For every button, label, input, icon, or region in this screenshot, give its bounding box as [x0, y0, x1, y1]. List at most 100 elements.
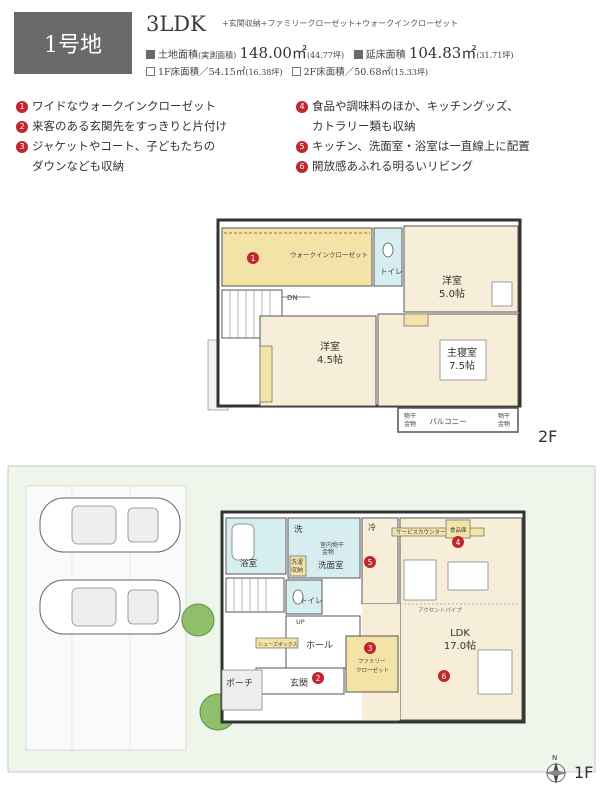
total-area-tsubo: (31.71坪): [476, 51, 514, 60]
north-compass-icon: [545, 762, 567, 784]
car-icon: [39, 579, 181, 635]
feature-number-badge: 3: [16, 141, 28, 153]
marker-4-number: 4: [456, 538, 461, 547]
room-5-0-name: 洋室: [442, 274, 462, 287]
feature-text: ダウンなども収納: [32, 159, 124, 173]
bathtub-icon: [231, 523, 255, 561]
closet-master: [403, 313, 429, 327]
tree-icon: [181, 603, 215, 637]
feature-3: 3 ジャケットやコート、子どもたちの ダウンなども収納: [16, 136, 215, 176]
walk-in-closet: [221, 227, 373, 287]
floor1-area-label: 1F床面積: [158, 67, 200, 78]
indoor-dry-label-a: 室内物干: [320, 541, 344, 549]
family-closet-label-b: クローゼット: [356, 666, 389, 674]
feature-text: 来客のある玄関先をすっきりと片付け: [32, 119, 228, 133]
family-closet-label-a: ファミリー: [358, 658, 386, 665]
up-label: UP: [296, 618, 305, 626]
toilet-bowl-icon: [292, 589, 304, 605]
balcony: [397, 407, 519, 433]
feature-text: 開放感あふれる明るいリビング: [312, 159, 473, 173]
shoe-box: [255, 637, 299, 649]
closet-4-5: [259, 345, 273, 403]
floor-1-label: 1F: [574, 763, 593, 782]
filled-square-icon: [353, 50, 363, 59]
bed-icon: [439, 339, 487, 381]
marker-6-number: 6: [442, 672, 447, 681]
balcony-label: バルコニー: [429, 417, 466, 426]
accent-pipe-label: アクセントパイプ: [418, 607, 462, 614]
feature-number-badge: 5: [296, 141, 308, 153]
marker-5-number: 5: [368, 558, 373, 567]
feature-2: 2 来客のある玄関先をすっきりと片付け: [16, 116, 227, 136]
master-bedroom-name: 主寝室: [447, 346, 477, 359]
total-area-value: 104.83㎡: [408, 44, 477, 62]
fridge-label: 冷: [368, 522, 376, 532]
laundry-storage: [289, 555, 307, 577]
entrance-label: 玄関: [290, 677, 308, 689]
feature-number-badge: 1: [16, 101, 28, 113]
porch: [221, 669, 263, 711]
floor-1-plan: 浴室 洗 室内物干 金物 洗面室 洗濯 収納 トイレ UP 冷 サービスカウンタ…: [7, 465, 596, 784]
filled-square-icon: [146, 50, 155, 59]
staircase-1f: [225, 577, 285, 613]
washroom-label: 洗面室: [318, 560, 344, 571]
bathroom-label: 浴室: [240, 558, 258, 569]
porch-label: ポーチ: [226, 678, 253, 689]
toilet-2f-label: トイレ: [380, 267, 403, 276]
feature-number-badge: 6: [296, 161, 308, 173]
floor1-area-value: ／54.15㎡: [199, 67, 246, 78]
master-bedroom-size: 7.5帖: [449, 359, 475, 372]
feature-1: 1 ワイドなウォークインクローゼット: [16, 96, 216, 116]
marker-2: [312, 672, 324, 684]
service-counter-label: サービスカウンター: [396, 528, 446, 536]
feature-text: ジャケットやコート、子どもたちの: [32, 139, 216, 153]
feature-number-badge: 4: [296, 101, 308, 113]
car-icon: [39, 497, 181, 553]
floor-2-plan: ウォークインクローゼット トイレ DN 洋室 5.0帖 洋室 4.5帖 主寝室 …: [207, 218, 557, 446]
land-area-value: 148.00㎡: [239, 44, 307, 62]
toilet-1f-label: トイレ: [300, 596, 323, 605]
floor-2-label: 2F: [538, 427, 557, 446]
floor2-area-label: 2F床面積: [303, 67, 345, 78]
hanger-label-b: 金物: [498, 420, 510, 428]
floor2-area-value: ／50.68㎡: [344, 67, 391, 78]
feature-text: キッチン、洗面室・浴室は一直線上に配置: [312, 139, 530, 153]
lot-label: 1号地: [44, 33, 102, 58]
indoor-dry-label-b: 金物: [322, 548, 334, 556]
marker-1-number: 1: [251, 254, 256, 263]
floor2-area-tsubo: (15.33坪): [390, 68, 429, 77]
shoebox-label: シューズボックス: [258, 641, 298, 648]
sofa-icon: [477, 649, 513, 695]
feature-text: ワイドなウォークインクローゼット: [32, 99, 216, 113]
room-5-0-size: 5.0帖: [439, 287, 465, 300]
area-row-2: 1F床面積／54.15㎡(16.38坪) 2F床面積／50.68㎡(15.33坪…: [146, 64, 428, 78]
dining-table-icon: [447, 561, 489, 591]
room-4-5-size: 4.5帖: [317, 353, 343, 366]
feature-5: 5 キッチン、洗面室・浴室は一直線上に配置: [296, 136, 530, 156]
marker-3: [364, 642, 376, 654]
layout-type: 3LDK: [146, 12, 206, 36]
marker-4: [452, 536, 464, 548]
ldk-size: 17.0帖: [444, 639, 476, 652]
hanger-label-a: 物干: [498, 412, 510, 420]
marker-2-number: 2: [316, 674, 321, 683]
feature-number-badge: 2: [16, 121, 28, 133]
floor1-area-tsubo: (16.38坪): [245, 68, 283, 77]
land-area-tsubo: (44.77坪): [306, 51, 345, 60]
area-row-1: 土地面積(実測面積) 148.00㎡(44.77坪) 延床面積 104.83㎡(…: [146, 42, 513, 63]
marker-1: [247, 252, 259, 264]
laundry-storage-label-b: 収納: [291, 566, 303, 574]
dn-label: DN: [287, 294, 298, 302]
toilet-bowl-icon: [382, 242, 394, 258]
toilet-1f: [285, 579, 323, 615]
pantry-label: 食品庫: [450, 526, 467, 534]
land-area-note: (実測面積): [198, 51, 237, 60]
feature-text: 食品や調味料のほか、キッチングッズ、: [312, 99, 519, 113]
wash-basin-label: 洗: [294, 524, 303, 535]
outline-square-icon: [291, 67, 301, 76]
kitchen-island-icon: [403, 559, 437, 601]
lot-badge: 1号地: [14, 12, 132, 74]
hall-label: ホール: [306, 640, 333, 651]
marker-6: [438, 670, 450, 682]
